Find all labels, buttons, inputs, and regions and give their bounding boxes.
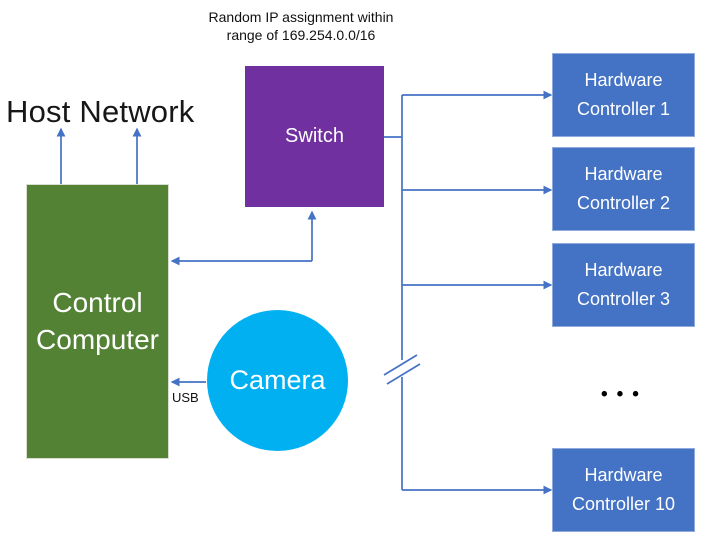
switch-node: Switch xyxy=(245,66,384,207)
control-computer-node: Control Computer xyxy=(26,184,169,459)
host-network-label: Host Network xyxy=(6,94,195,129)
more-controllers-ellipsis: ••• xyxy=(601,384,648,405)
hardware-controller-2-node: Hardware Controller 2 xyxy=(552,147,695,231)
trunk-break-mark-2 xyxy=(386,363,421,385)
hardware-controller-3-node: Hardware Controller 3 xyxy=(552,243,695,327)
ip-assignment-annotation: Random IP assignment within range of 169… xyxy=(208,9,394,44)
hardware-controller-10-node: Hardware Controller 10 xyxy=(552,448,695,532)
usb-label: USB xyxy=(172,390,199,405)
trunk-break-mark-1 xyxy=(383,354,418,376)
camera-node: Camera xyxy=(207,310,348,451)
hardware-controller-1-node: Hardware Controller 1 xyxy=(552,53,695,137)
